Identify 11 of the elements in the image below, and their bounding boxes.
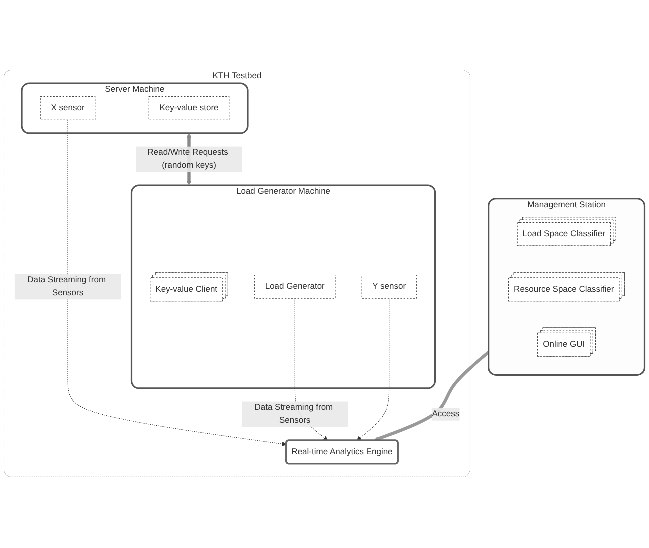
node-box: Key-value store	[148, 96, 230, 121]
edge-label: Read/Write Requests (random keys)	[148, 148, 228, 170]
node-box: Load Generator	[254, 275, 336, 300]
arrow	[68, 120, 287, 447]
arrow	[356, 298, 390, 442]
node-box: X sensor	[40, 96, 96, 121]
arrow	[374, 352, 490, 442]
node-box: Y sensor	[362, 275, 417, 300]
edge-label: Data Streaming from Sensors	[254, 404, 334, 426]
edge-label: Access	[432, 410, 460, 420]
edge-label: Data Streaming from Sensors	[28, 276, 106, 298]
